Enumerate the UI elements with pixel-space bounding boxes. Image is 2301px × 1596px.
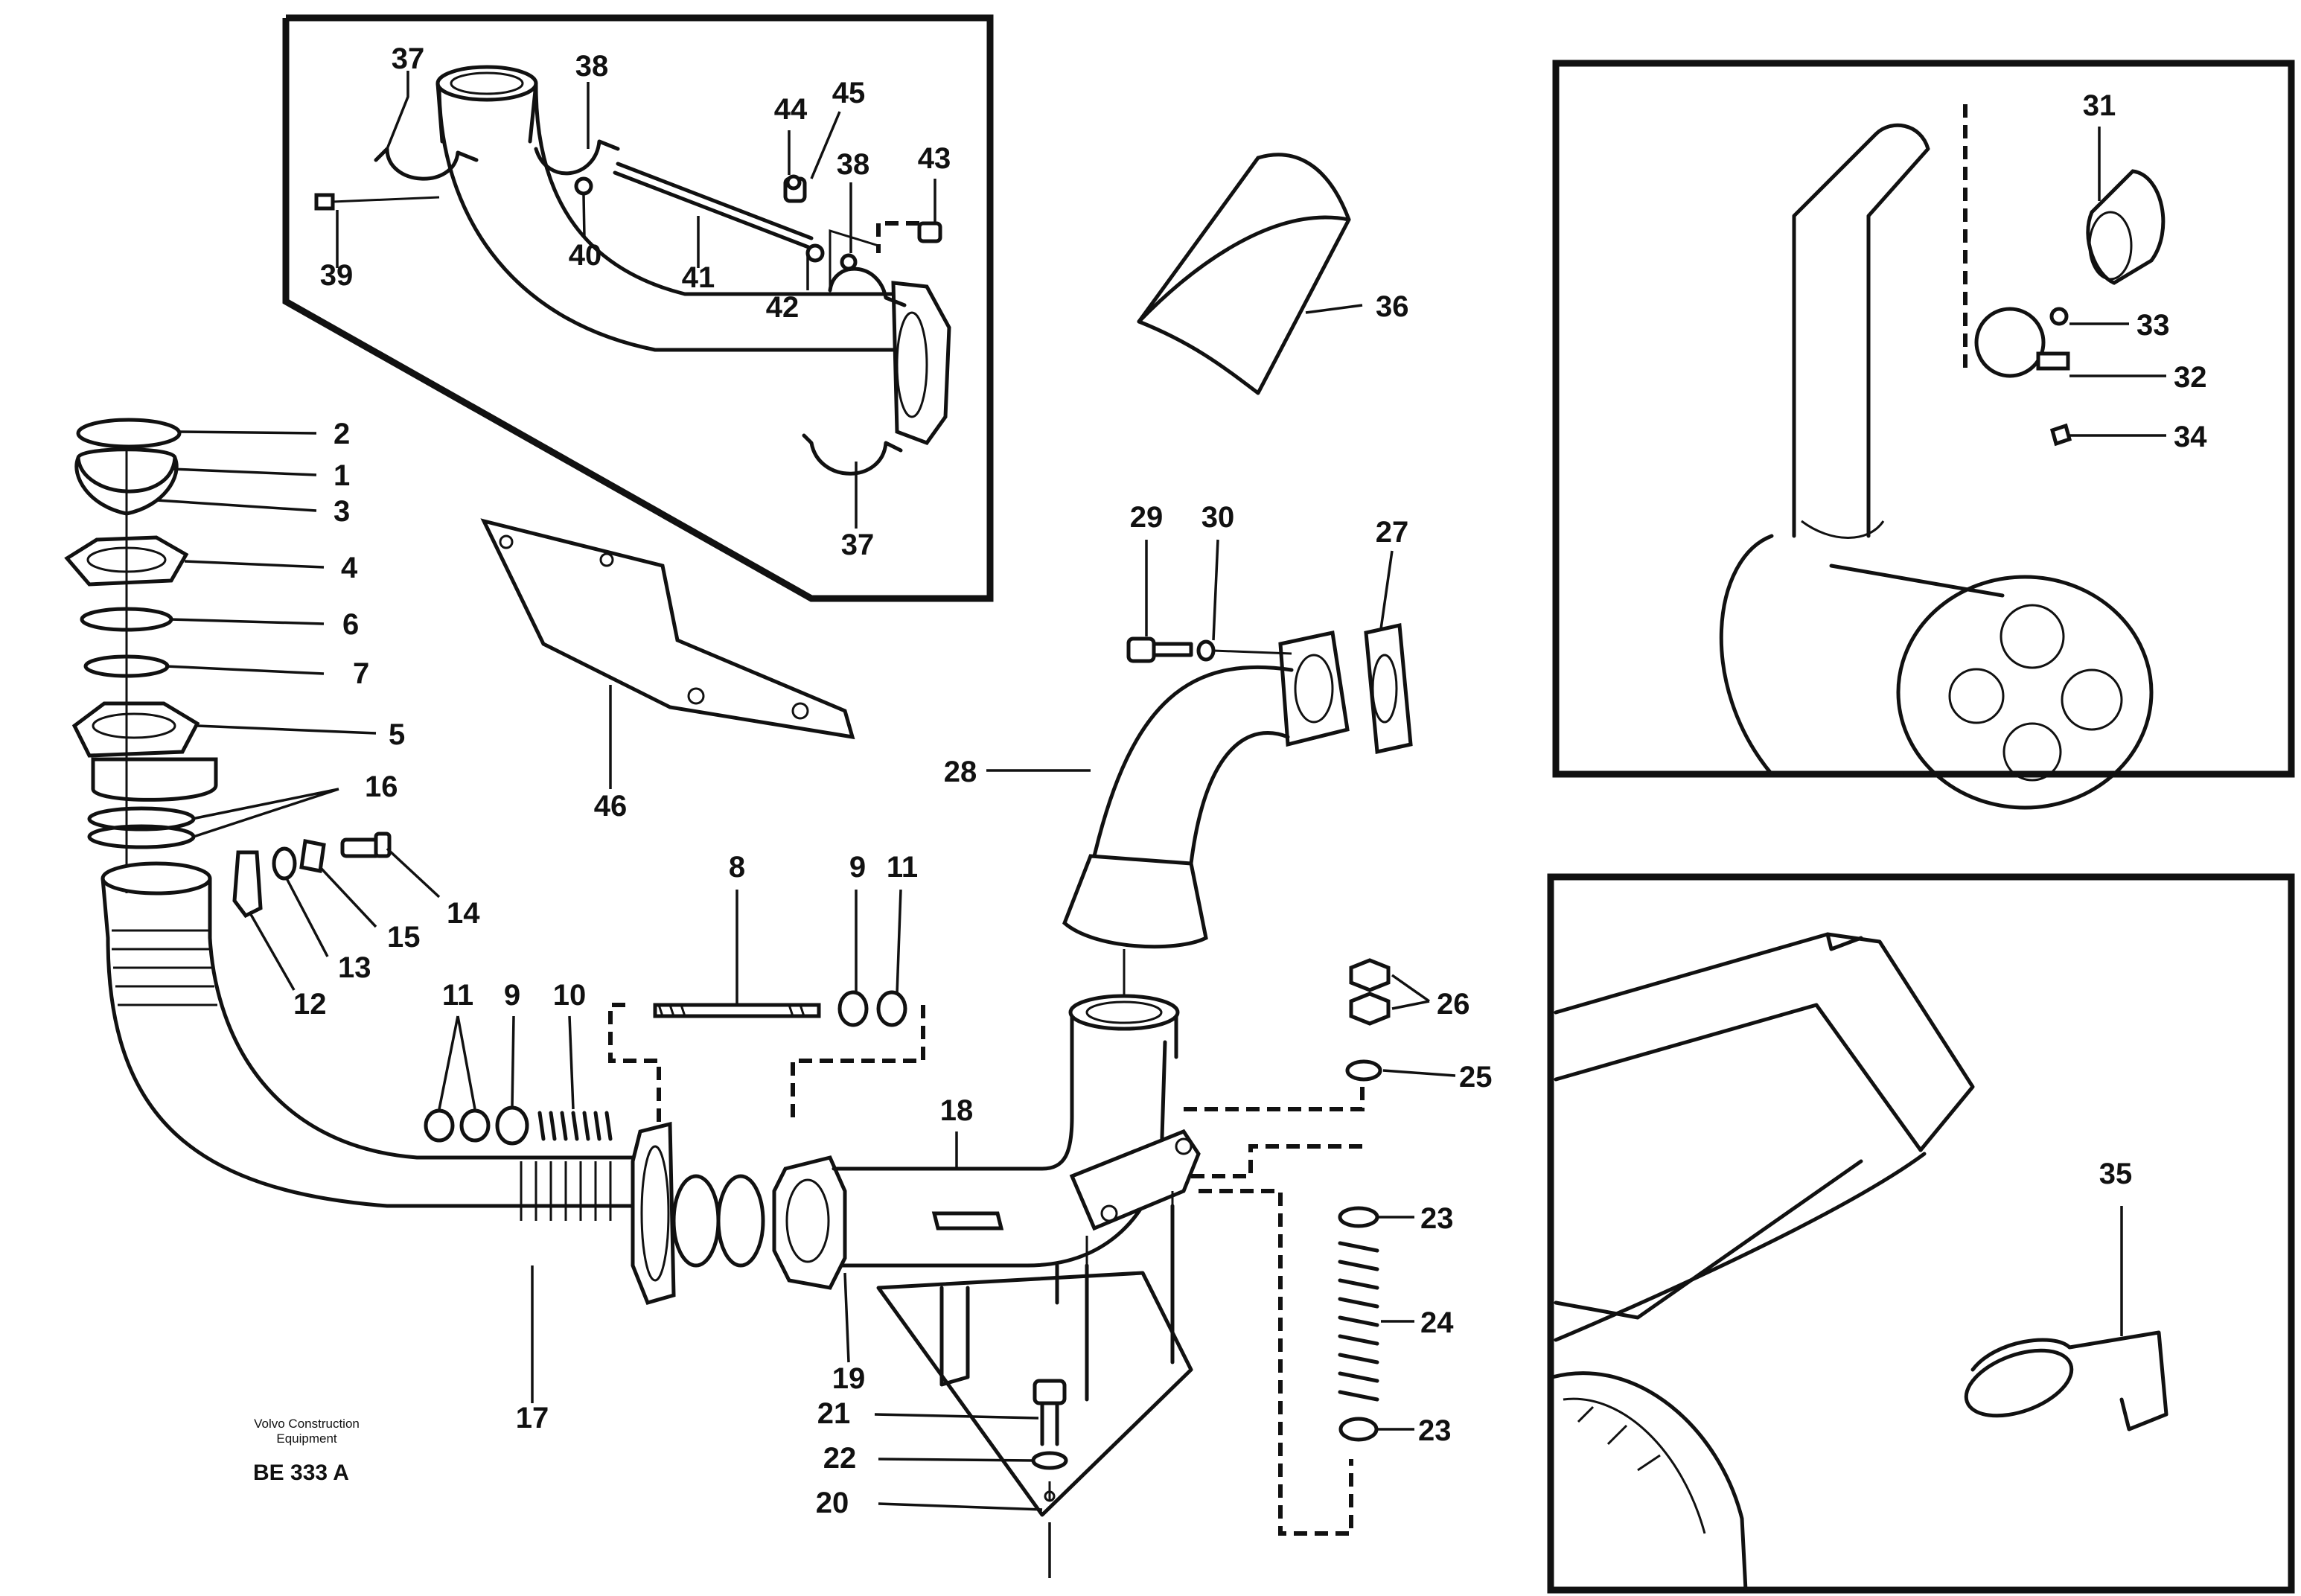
callout-18: 18 bbox=[940, 1094, 974, 1127]
callout-28: 28 bbox=[944, 756, 977, 788]
fasteners-12-15 bbox=[232, 831, 441, 991]
callout-20: 20 bbox=[816, 1487, 849, 1519]
callout-38-b: 38 bbox=[837, 148, 870, 181]
callout-46: 46 bbox=[594, 790, 628, 823]
callout-30: 30 bbox=[1201, 501, 1235, 534]
callout-39: 39 bbox=[320, 259, 354, 292]
callout-9-b: 9 bbox=[849, 851, 866, 884]
drawing-code: BE 333 A bbox=[253, 1461, 349, 1485]
callout-15: 15 bbox=[387, 921, 421, 954]
spring-stack-parts-23-24 bbox=[1184, 1072, 1414, 1536]
callout-14: 14 bbox=[447, 897, 480, 930]
callout-11-b: 11 bbox=[887, 851, 918, 884]
callout-22: 22 bbox=[823, 1442, 857, 1475]
callout-38: 38 bbox=[575, 50, 609, 83]
callout-29: 29 bbox=[1130, 501, 1164, 534]
callout-26: 26 bbox=[1437, 988, 1470, 1021]
nuts-washer-parts-25-26 bbox=[1345, 958, 1456, 1082]
callout-3: 3 bbox=[333, 495, 350, 528]
callout-17: 17 bbox=[516, 1402, 549, 1434]
callout-16: 16 bbox=[365, 770, 398, 803]
callout-labels: 37 38 39 40 41 42 44 45 38 43 37 36 31 3… bbox=[293, 42, 2207, 1519]
publisher-line-1: Volvo Construction bbox=[254, 1417, 360, 1431]
callout-8: 8 bbox=[729, 851, 745, 884]
callout-27: 27 bbox=[1376, 516, 1409, 549]
bracket-plate-part-46 bbox=[480, 518, 855, 789]
y-pipe-part-18 bbox=[772, 994, 1201, 1363]
callout-11: 11 bbox=[442, 979, 473, 1012]
left-stack-components bbox=[64, 418, 377, 893]
callout-13: 13 bbox=[338, 951, 371, 984]
callout-10: 10 bbox=[553, 979, 587, 1012]
callout-31: 31 bbox=[2083, 89, 2116, 122]
callout-44: 44 bbox=[774, 93, 808, 126]
inset-machine-view-panel bbox=[1547, 873, 2295, 1594]
mounting-plate-part-20 bbox=[874, 1191, 1193, 1578]
callout-5: 5 bbox=[389, 718, 405, 751]
callout-24: 24 bbox=[1420, 1306, 1454, 1339]
callout-25: 25 bbox=[1459, 1061, 1493, 1094]
inset-silencer-panel bbox=[1552, 60, 2295, 810]
callout-41: 41 bbox=[682, 261, 715, 294]
callout-7: 7 bbox=[353, 657, 369, 690]
callout-6: 6 bbox=[342, 608, 359, 641]
callout-21: 21 bbox=[817, 1397, 851, 1430]
callout-37: 37 bbox=[392, 42, 425, 75]
callout-23-b: 23 bbox=[1418, 1414, 1452, 1447]
callout-37-b: 37 bbox=[841, 529, 875, 561]
heat-shield-part-36 bbox=[1137, 153, 1363, 395]
callout-1: 1 bbox=[333, 459, 350, 492]
callout-2: 2 bbox=[333, 418, 350, 450]
callout-36: 36 bbox=[1376, 290, 1409, 323]
callout-43: 43 bbox=[918, 142, 951, 175]
main-exhaust-pipe-part-17 bbox=[100, 861, 765, 1403]
callout-33: 33 bbox=[2136, 309, 2170, 342]
callout-4: 4 bbox=[341, 552, 358, 584]
callout-9: 9 bbox=[504, 979, 520, 1012]
callout-42: 42 bbox=[766, 291, 800, 324]
callout-35: 35 bbox=[2099, 1158, 2133, 1190]
callout-34: 34 bbox=[2174, 421, 2207, 453]
publisher-line-2: Equipment bbox=[276, 1431, 337, 1446]
callout-23: 23 bbox=[1420, 1202, 1454, 1235]
callout-40: 40 bbox=[569, 239, 602, 272]
callout-12: 12 bbox=[293, 988, 327, 1021]
drawing-stamp: Volvo Construction Equipment BE 333 A bbox=[253, 1417, 360, 1485]
spring-bolt-assembly-8-11 bbox=[424, 889, 925, 1146]
callout-45: 45 bbox=[832, 77, 866, 109]
inset-pipe-bracket-panel bbox=[282, 14, 994, 602]
upper-elbow-parts-27-30 bbox=[986, 539, 1413, 998]
callout-32: 32 bbox=[2174, 361, 2207, 394]
callout-19: 19 bbox=[832, 1362, 866, 1395]
